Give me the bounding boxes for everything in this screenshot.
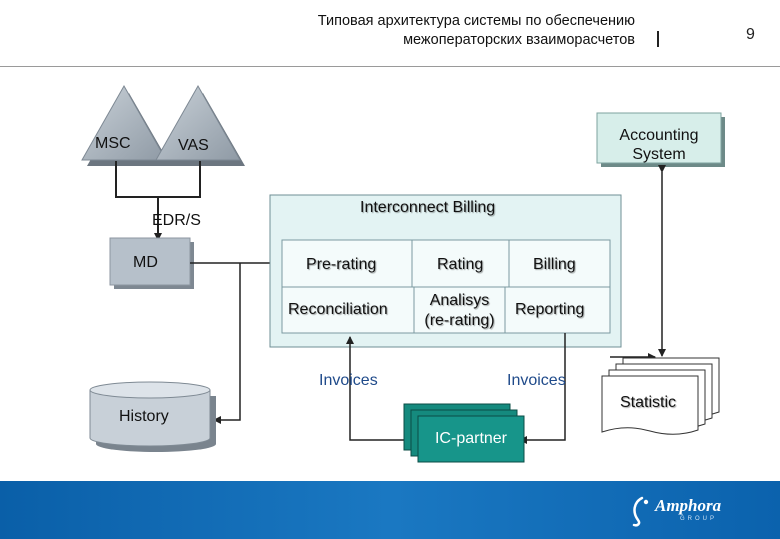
statistic-documents xyxy=(601,357,720,435)
accounting-system-box xyxy=(596,112,725,167)
reconciliation-module: Reconciliation xyxy=(288,301,388,318)
slide-title-line1: Типовая архитектура системы по обеспечен… xyxy=(317,13,635,29)
invoices-right-label: Invoices xyxy=(507,372,566,389)
msc-label: MSC xyxy=(95,135,131,152)
ic-partner-label: IC-partner xyxy=(434,430,508,447)
vas-label: VAS xyxy=(178,137,209,154)
analysis-line2: (re-rating) xyxy=(424,312,495,329)
rating-module: Rating xyxy=(437,256,484,273)
accounting-system-label: Accounting System xyxy=(597,126,721,164)
slide-title-line2: межоператорских взаиморасчетов xyxy=(403,32,635,48)
analysis-module: Analisys (re-rating) xyxy=(414,291,505,331)
architecture-diagram xyxy=(81,84,725,463)
amphora-logo-text: Amphora xyxy=(655,496,722,515)
header-rule xyxy=(0,66,780,67)
accounting-label-line1: Accounting xyxy=(619,127,699,144)
invoices-left-label: Invoices xyxy=(319,372,378,389)
amphora-logo-subtext: GROUP xyxy=(680,516,718,522)
history-label: History xyxy=(119,408,169,425)
ic-partner-stack xyxy=(403,403,525,463)
prerating-module: Pre-rating xyxy=(306,256,377,273)
statistic-label: Statistic xyxy=(620,394,677,411)
reporting-module: Reporting xyxy=(515,301,585,318)
billing-module: Billing xyxy=(533,256,576,273)
accounting-label-line2: System xyxy=(632,146,686,163)
analysis-line1: Analisys xyxy=(429,292,490,309)
edr-label: EDR/S xyxy=(152,212,201,229)
md-label: MD xyxy=(133,254,158,271)
interconnect-billing-title: Interconnect Billing xyxy=(360,199,496,216)
connector-msc-vas-md xyxy=(115,161,201,241)
page-number: 9 xyxy=(746,26,755,43)
amphora-logo-icon xyxy=(632,496,649,527)
invoices-flow xyxy=(346,333,566,444)
arrow-md-to-history xyxy=(213,263,241,424)
footer-band xyxy=(0,481,780,539)
md-box xyxy=(109,237,194,289)
vas-triangle xyxy=(155,84,245,166)
history-cylinder xyxy=(89,381,216,452)
msc-triangle xyxy=(81,84,171,166)
slide-title: Типовая архитектура системы по обеспечен… xyxy=(230,12,635,50)
header-divider xyxy=(657,31,659,47)
